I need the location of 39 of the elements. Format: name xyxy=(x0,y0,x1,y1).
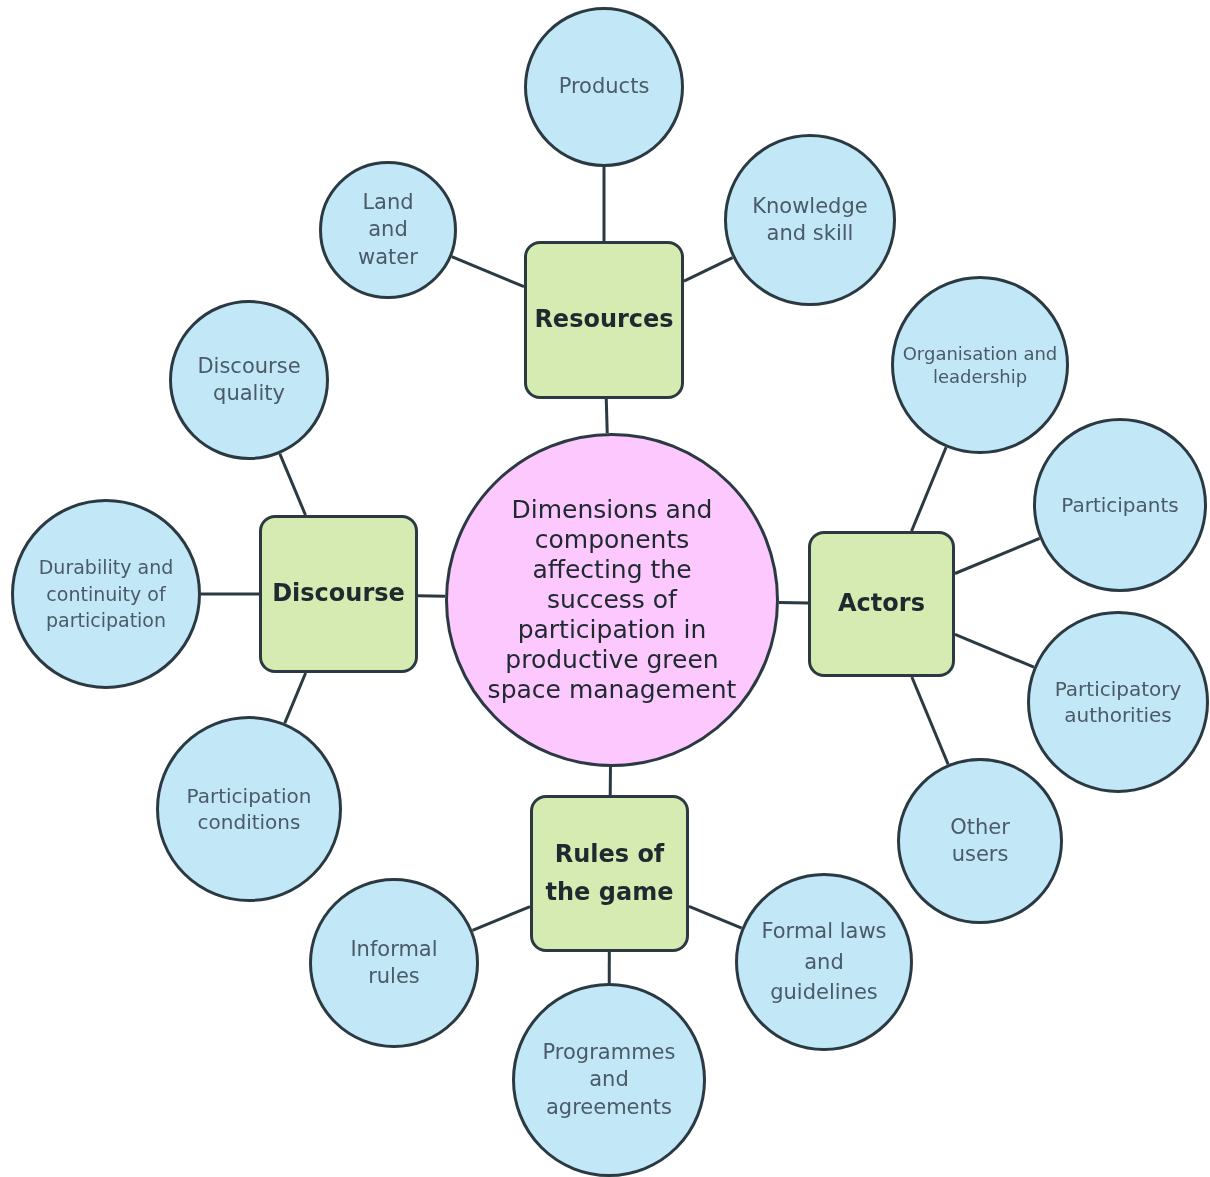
connector-line xyxy=(604,398,609,434)
dimension-box xyxy=(259,515,418,673)
connector-line xyxy=(471,905,531,932)
node-label: Programmes and agreements xyxy=(541,1039,677,1121)
connector-line xyxy=(417,594,446,598)
node-label: Actors xyxy=(837,588,926,620)
node-label: Resources xyxy=(533,304,675,336)
connector-line xyxy=(910,676,950,765)
dimension-box xyxy=(524,241,684,399)
node-label: Land and water xyxy=(357,189,419,271)
node-label: Rules of the game xyxy=(544,839,675,908)
connector-line xyxy=(688,904,743,930)
node-label: Discourse quality xyxy=(196,352,302,407)
dimension-box xyxy=(808,531,955,677)
node-label: Other users xyxy=(949,813,1011,868)
node-label: Formal laws and guidelines xyxy=(760,918,888,1007)
connector-line xyxy=(910,446,948,532)
node-label: Organisation and leadership xyxy=(901,341,1059,389)
node-label: Knowledge and skill xyxy=(751,192,869,247)
node-label: Discourse xyxy=(271,578,406,610)
connector-line xyxy=(283,672,307,724)
connector-line xyxy=(954,536,1041,575)
connector-line xyxy=(607,952,611,983)
connector-line xyxy=(778,601,809,605)
node-label: Participatory authorities xyxy=(1053,676,1183,728)
dimension-box xyxy=(530,795,689,952)
node-label: Participants xyxy=(1060,492,1180,518)
connector-line xyxy=(602,167,606,241)
connector-line xyxy=(278,453,307,516)
connector-line xyxy=(201,592,259,596)
node-label: Participation conditions xyxy=(185,783,313,835)
node-label: Informal rules xyxy=(349,935,439,990)
node-label: Durability and continuity of participation xyxy=(37,555,175,634)
connector-line xyxy=(608,766,612,795)
node-label: Dimensions and components affecting the success of participation in productive green space management xyxy=(486,495,738,705)
connector-line xyxy=(954,633,1035,669)
node-label: Products xyxy=(557,73,651,101)
connector-line xyxy=(683,256,734,283)
connector-line xyxy=(451,255,525,289)
